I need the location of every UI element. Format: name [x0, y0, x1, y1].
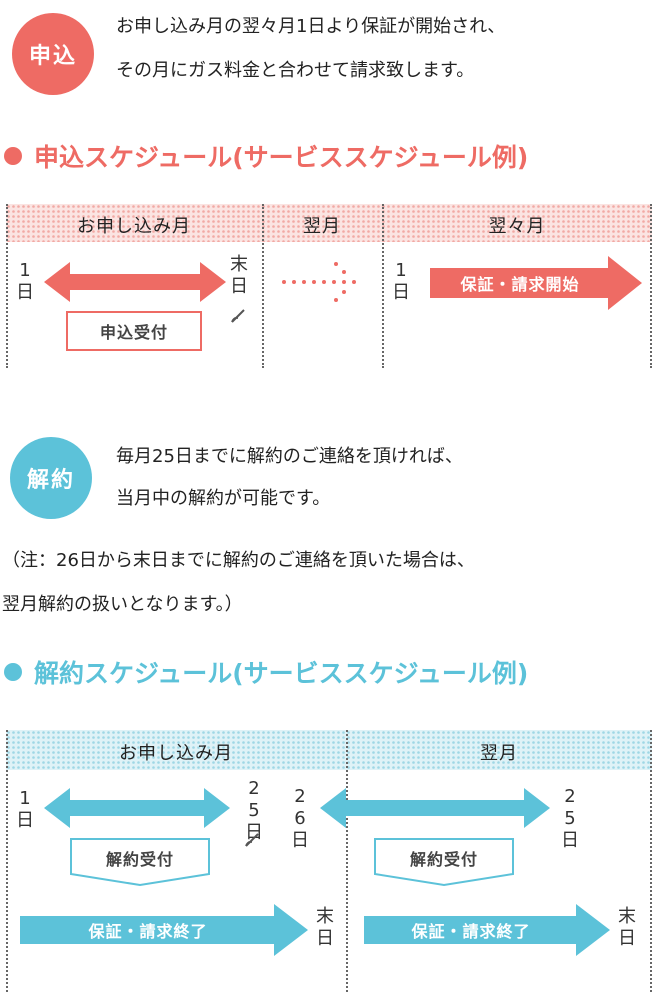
cancel-day-26: 26日 [280, 786, 320, 852]
cancel-day-last: 末日 [316, 906, 334, 949]
apply-badge: 申込 [12, 13, 94, 95]
cancel-received-label: 解約受付 [105, 850, 174, 869]
apply-start-arrow [430, 256, 642, 310]
cancel-divider-right [650, 730, 652, 992]
cancel-heading-text: 解約スケジュール(サービススケジュール例) [34, 659, 529, 688]
cancel-end-label-next: 保証・請求終了 [411, 922, 531, 941]
apply-column-1: お申し込み月 [77, 216, 191, 237]
cancel-text-line2: 当月中の解約が可能です。 [116, 488, 331, 509]
apply-day-first-next: 1日 [392, 260, 410, 303]
cancel-double-arrow [44, 788, 230, 828]
apply-divider-right [650, 204, 652, 368]
apply-divider-left [6, 204, 8, 368]
cancel-day-first: 1日 [16, 788, 34, 831]
apply-double-arrow [44, 262, 226, 302]
cancel-note-line2: 翌月解約の扱いとなります。） [2, 594, 243, 615]
cancel-double-arrow-next [320, 788, 550, 828]
cancel-note-line1: （注：26日から末日までに解約のご連絡を頂いた場合は、 [2, 550, 475, 571]
apply-column-2: 翌月 [303, 216, 341, 237]
apply-dotted-arrow [282, 262, 356, 302]
cancel-day-25-next-text: 25日 [561, 786, 579, 851]
cancel-divider-left [6, 730, 8, 992]
cancel-divider-1 [346, 730, 348, 992]
cancel-heading: 解約スケジュール(サービススケジュール例) [4, 654, 528, 690]
cancel-header-band [6, 730, 652, 770]
cancel-day-last-next: 末日 [618, 906, 636, 949]
cancel-day-25-next: 25日 [552, 786, 588, 852]
cancel-day-25-text: 25日 [245, 778, 263, 843]
cancel-badge: 解約 [10, 437, 92, 519]
apply-text-line2: その月にガス料金と合わせて請求致します。 [116, 60, 475, 81]
cancel-received-label-next: 解約受付 [409, 850, 478, 869]
apply-column-3: 翌々月 [488, 216, 546, 237]
cancel-column-1: お申し込み月 [119, 743, 233, 764]
apply-day-first: 1日 [16, 260, 34, 303]
tilde-mark-icon [245, 833, 259, 847]
cancel-day-26-text: 26日 [291, 786, 309, 851]
apply-text-line1: お申し込み月の翌々月1日より保証が開始され、 [116, 16, 506, 37]
apply-start-label: 保証・請求開始 [460, 275, 580, 294]
apply-divider-1 [262, 204, 264, 368]
apply-divider-2 [382, 204, 384, 368]
bullet-dot-icon [4, 147, 22, 165]
cancel-text-line1: 毎月25日までに解約のご連絡を頂ければ、 [116, 446, 463, 467]
cancel-day-25: 25日 [236, 778, 272, 844]
apply-heading: 申込スケジュール(サービススケジュール例) [4, 138, 528, 174]
apply-day-last: 末日 [230, 254, 248, 297]
cancel-received-pentagon [70, 838, 210, 887]
cancel-end-arrow-next [364, 904, 610, 956]
apply-heading-text: 申込スケジュール(サービススケジュール例) [34, 143, 529, 172]
cancel-end-arrow [20, 904, 308, 956]
cancel-column-2: 翌月 [480, 743, 518, 764]
apply-received-box: 申込受付 [66, 311, 202, 351]
cancel-end-label: 保証・請求終了 [88, 922, 208, 941]
apply-header-band [6, 204, 652, 242]
cancel-received-pentagon-next [374, 838, 514, 887]
tilde-mark-icon [231, 309, 245, 323]
bullet-dot-icon [4, 663, 22, 681]
